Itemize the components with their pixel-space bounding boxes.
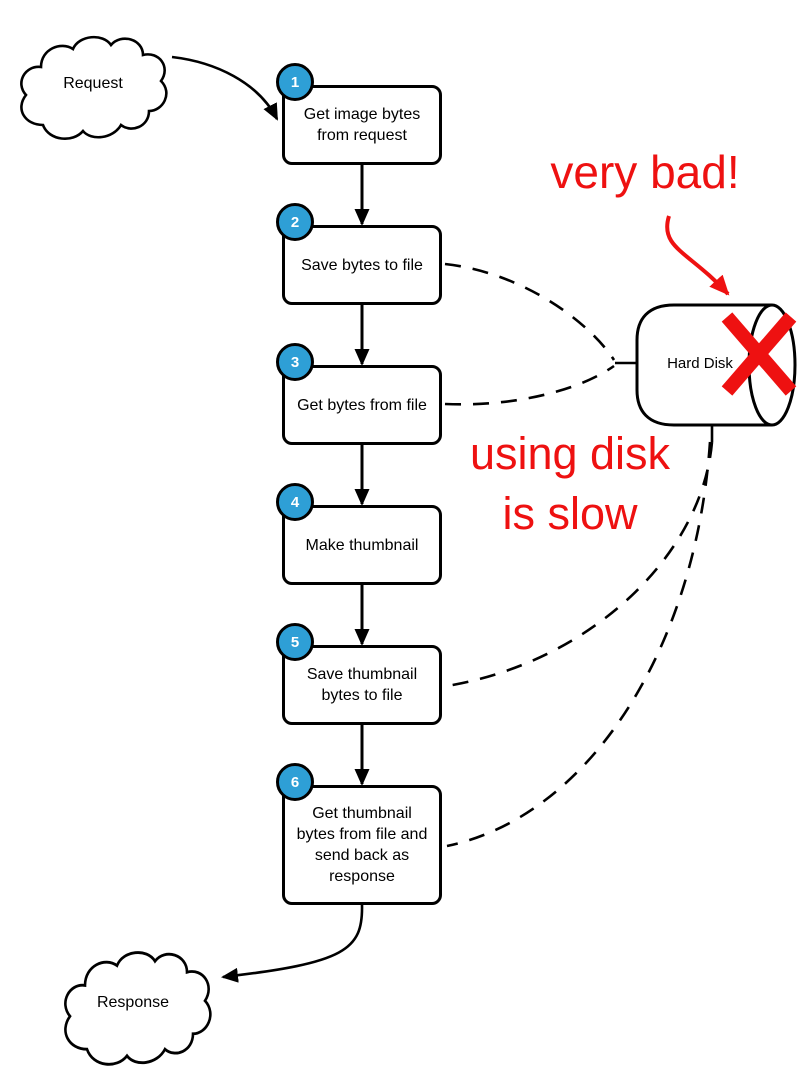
request-cloud-label: Request [63, 75, 123, 92]
step-label-line: Save bytes to file [301, 256, 423, 274]
step2-to-disk-dashed-link [444, 262, 616, 361]
disk-to-step6-dashed-link [446, 441, 712, 848]
step3-to-disk-dashed-link [444, 364, 615, 406]
step-label-line: Get bytes from file [297, 396, 427, 414]
step-label-line: bytes from file and [296, 826, 428, 843]
step-label-line: from request [317, 127, 407, 144]
step-box-2: Save bytes to file [282, 225, 442, 305]
step-number-badge-5: 5 [276, 623, 314, 661]
step-number-badge-2: 2 [276, 203, 314, 241]
step-number-badge-6: 6 [276, 763, 314, 801]
step-box-3: Get bytes from file [282, 365, 442, 445]
step-box-5: Save thumbnail bytes to file [282, 645, 442, 725]
step-box-4: Make thumbnail [282, 505, 442, 585]
step-number-badge-4: 4 [276, 483, 314, 521]
step-box-6: Get thumbnail bytes from file and send b… [282, 785, 442, 905]
step-number-badge-3: 3 [276, 343, 314, 381]
step-label-line: bytes to file [321, 687, 403, 704]
using-disk-slow-label: using disk is slow [436, 424, 704, 544]
step-label-line: Save thumbnail [306, 666, 418, 683]
request-to-step1-arrow [171, 55, 279, 121]
step-label-line: response [329, 868, 395, 885]
step-number-badge-1: 1 [276, 63, 314, 101]
step-label-line: send back as [314, 847, 410, 864]
step-label-line: Get image bytes [303, 106, 421, 123]
hard-disk-label: Hard Disk [667, 355, 733, 372]
step-label-line: Get thumbnail [312, 805, 412, 822]
step-label-line: Make thumbnail [305, 536, 419, 554]
using-disk-slow-line1: using disk [469, 428, 671, 479]
step6-to-response-arrow [221, 904, 364, 983]
response-cloud-label: Response [96, 994, 170, 1011]
very-bad-arrow [665, 215, 730, 296]
very-bad-label: very bad! [550, 146, 740, 198]
red-x-mark [721, 312, 797, 396]
disk-to-step5-dashed-link [446, 441, 714, 688]
step-box-1: Get image bytes from request [282, 85, 442, 165]
using-disk-slow-line2: is slow [502, 488, 638, 539]
